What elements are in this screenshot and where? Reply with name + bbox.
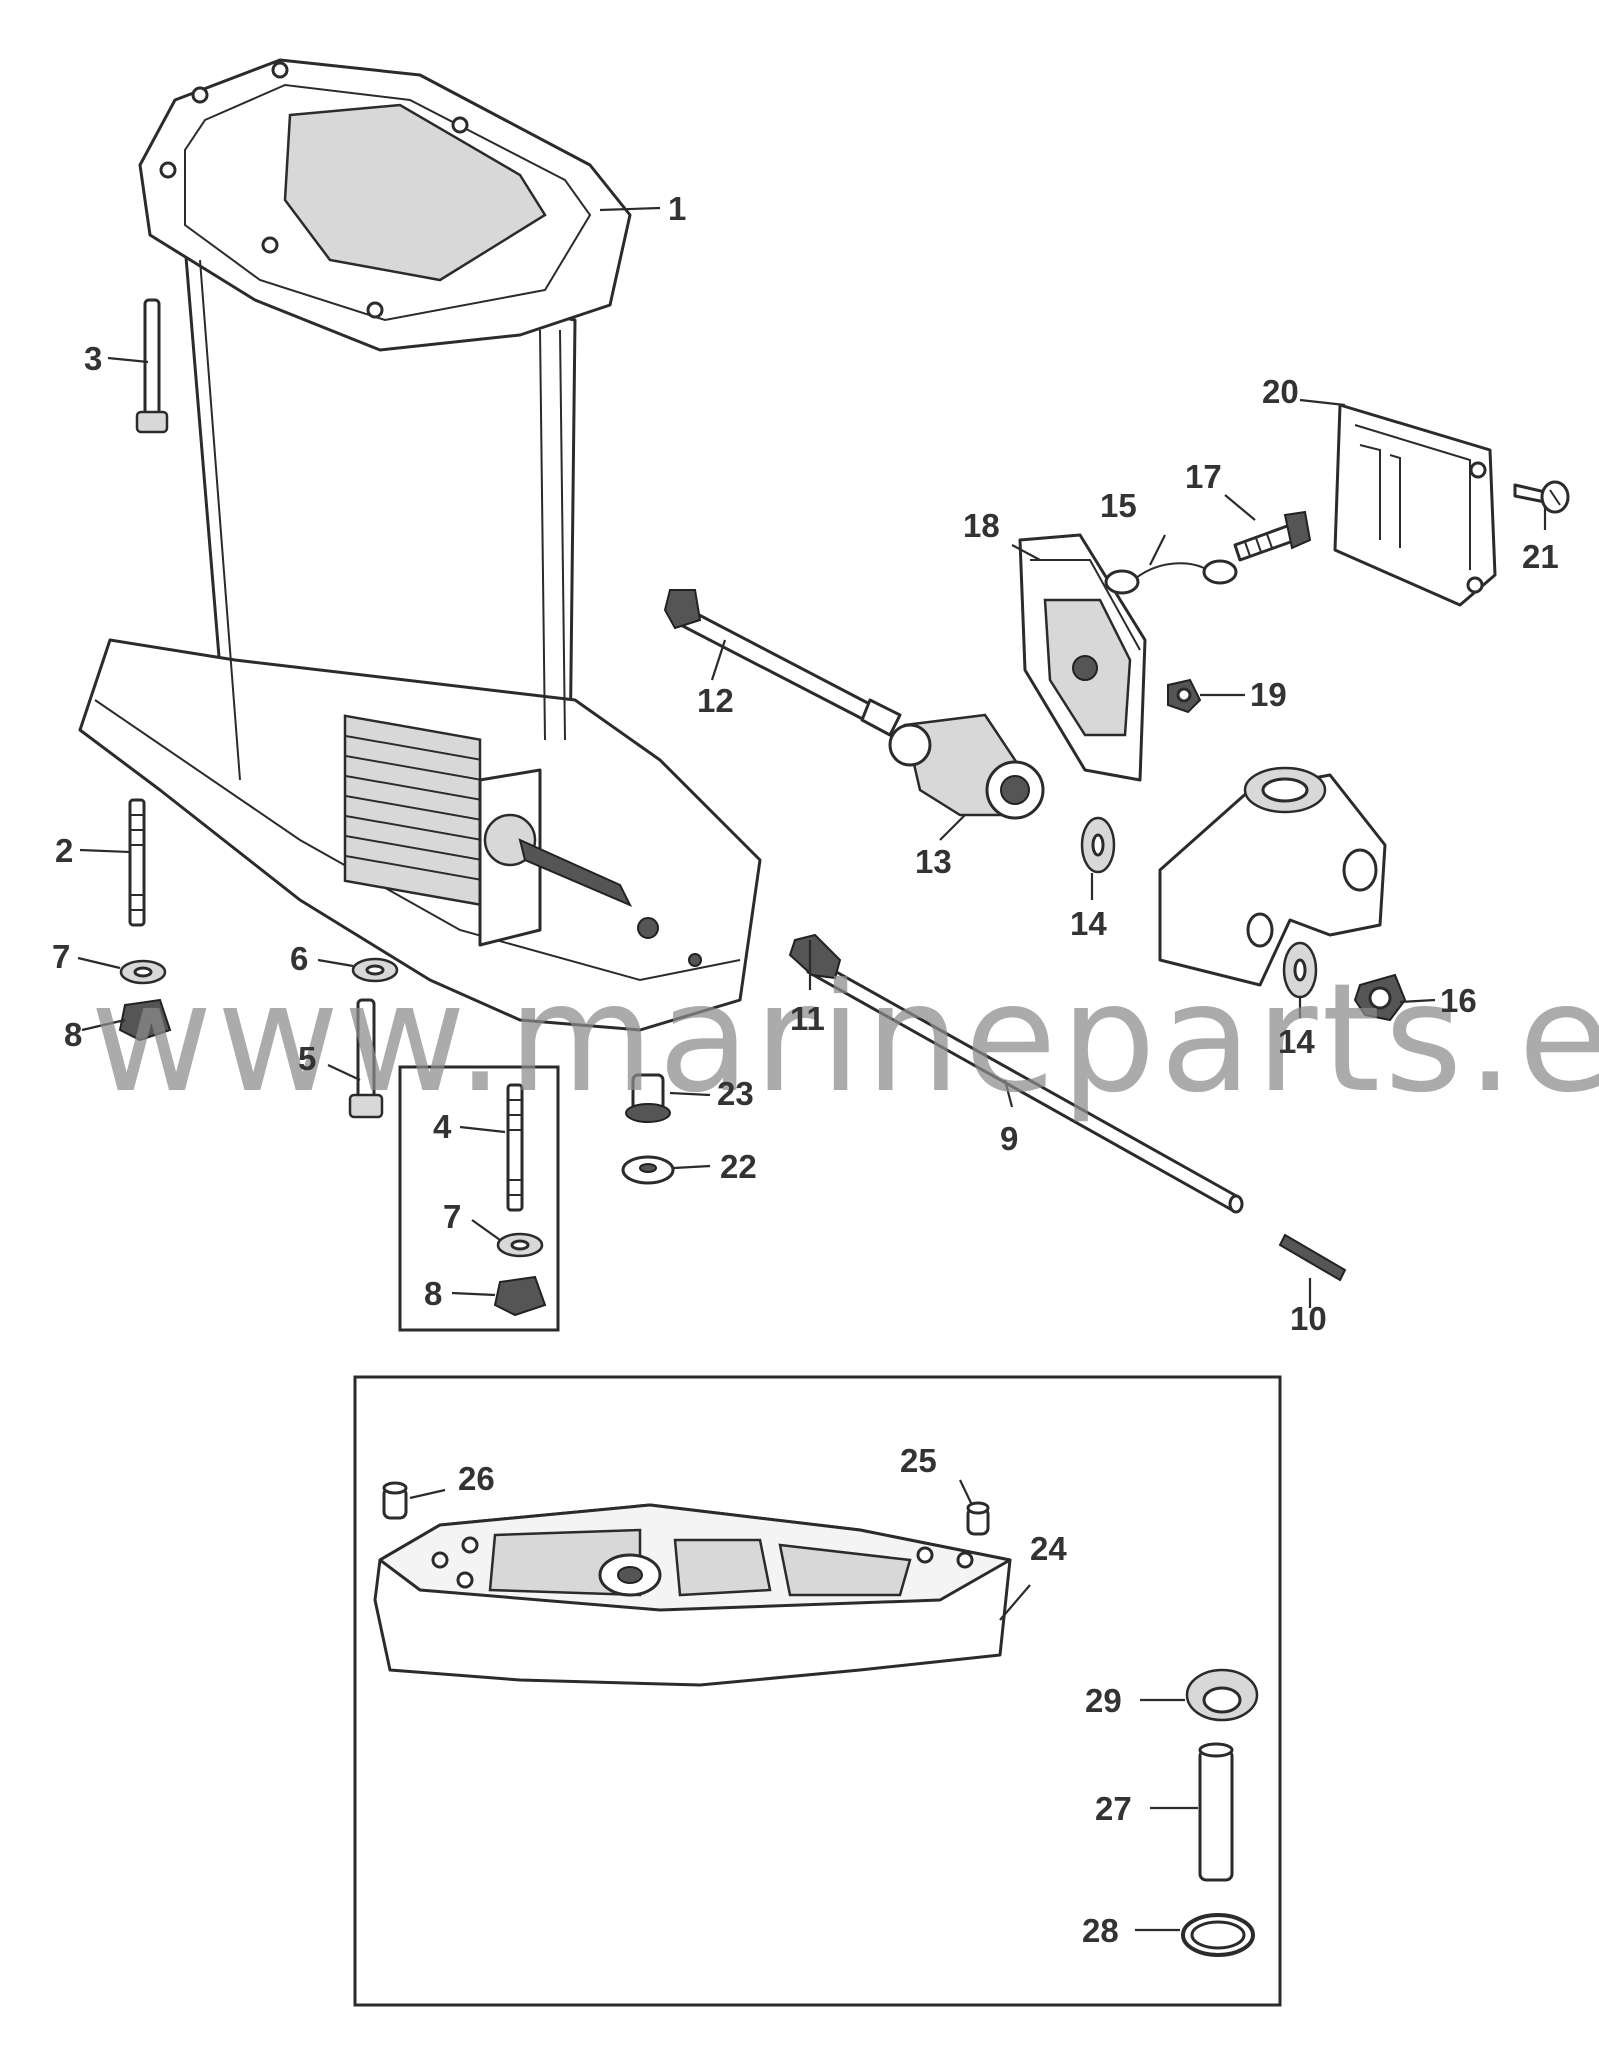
- callout-2: 2: [55, 832, 73, 869]
- callout-8-lower: 8: [424, 1275, 442, 1312]
- bolt-part-12[interactable]: [663, 589, 902, 737]
- callout-10: 10: [1290, 1300, 1327, 1337]
- pin-part-10[interactable]: [1278, 1233, 1347, 1282]
- callout-27: 27: [1095, 1790, 1132, 1827]
- seal-ring-part-28[interactable]: [1181, 1913, 1255, 1957]
- callout-26: 26: [458, 1460, 495, 1497]
- washer-part-22[interactable]: [621, 1155, 675, 1185]
- plate-part-20[interactable]: [1333, 403, 1497, 607]
- callout-9: 9: [1000, 1120, 1018, 1157]
- screw-part-17[interactable]: [1233, 510, 1312, 562]
- mount-bracket-part-18[interactable]: [1018, 533, 1147, 782]
- callout-7-lower: 7: [443, 1198, 461, 1235]
- stud-part-2[interactable]: [128, 798, 146, 927]
- stud-part-4[interactable]: [506, 1083, 524, 1212]
- callout-24: 24: [1030, 1530, 1067, 1567]
- leader-lines: [77, 206, 1547, 1932]
- washer-part-7-upper[interactable]: [119, 959, 167, 985]
- extension-housing-part-24[interactable]: [373, 1503, 1012, 1687]
- nut-part-16[interactable]: [1353, 973, 1407, 1022]
- callout-21: 21: [1522, 538, 1559, 575]
- callout-7-upper: 7: [52, 938, 70, 975]
- screw-part-21[interactable]: [1513, 480, 1570, 514]
- callout-5: 5: [298, 1040, 316, 1077]
- callout-12: 12: [697, 682, 734, 719]
- callout-8-upper: 8: [64, 1016, 82, 1053]
- washer-part-7-lower[interactable]: [496, 1232, 544, 1258]
- nut-part-8-lower[interactable]: [493, 1275, 547, 1317]
- callout-4: 4: [433, 1108, 452, 1145]
- washer-part-6[interactable]: [351, 957, 399, 983]
- callout-13: 13: [915, 843, 952, 880]
- callout-28: 28: [1082, 1912, 1119, 1949]
- callout-20: 20: [1262, 373, 1299, 410]
- ground-strap-part-15[interactable]: [1104, 559, 1238, 595]
- callout-22: 22: [720, 1148, 757, 1185]
- lower-mount-part-16-bracket[interactable]: [1158, 766, 1387, 987]
- grommet-part-29[interactable]: [1185, 1668, 1259, 1722]
- callout-15: 15: [1100, 487, 1137, 524]
- washer-part-14-lower[interactable]: [1282, 941, 1318, 999]
- callout-23: 23: [717, 1075, 754, 1112]
- coupler-part-11[interactable]: [788, 933, 842, 980]
- callout-25: 25: [900, 1442, 937, 1479]
- bushing-part-23[interactable]: [625, 1073, 671, 1123]
- callout-14-lower: 14: [1278, 1023, 1315, 1060]
- callout-11: 11: [790, 1000, 825, 1037]
- mount-part-13[interactable]: [888, 713, 1045, 820]
- callout-19: 19: [1250, 676, 1287, 713]
- inset-box-studs: [398, 1065, 560, 1332]
- dowel-pin-part-25[interactable]: [966, 1501, 990, 1536]
- watermark-text: www.marineparts.eu: [90, 952, 1599, 1126]
- callout-labels: 1 3 2 7 8 6 5 4 7 8 23 22 12 13 14 15 17…: [52, 190, 1559, 1949]
- callout-17: 17: [1185, 458, 1222, 495]
- callout-3: 3: [84, 340, 102, 377]
- tube-part-27[interactable]: [1198, 1742, 1234, 1882]
- callout-1: 1: [668, 190, 686, 227]
- callout-14-upper: 14: [1070, 905, 1107, 942]
- callout-6: 6: [290, 940, 308, 977]
- inset-box-driveshaft-extension: [353, 1375, 1282, 2007]
- bolt-part-5[interactable]: [348, 998, 384, 1119]
- driveshaft-housing[interactable]: [78, 58, 762, 1032]
- callout-16: 16: [1440, 982, 1477, 1019]
- bolt-part-3[interactable]: [135, 298, 169, 434]
- washer-part-14-upper[interactable]: [1080, 816, 1116, 874]
- callout-29: 29: [1085, 1682, 1122, 1719]
- callout-18: 18: [963, 507, 1000, 544]
- nut-part-8-upper[interactable]: [118, 998, 172, 1042]
- dowel-pin-part-26[interactable]: [382, 1481, 408, 1520]
- nut-part-19[interactable]: [1167, 678, 1202, 714]
